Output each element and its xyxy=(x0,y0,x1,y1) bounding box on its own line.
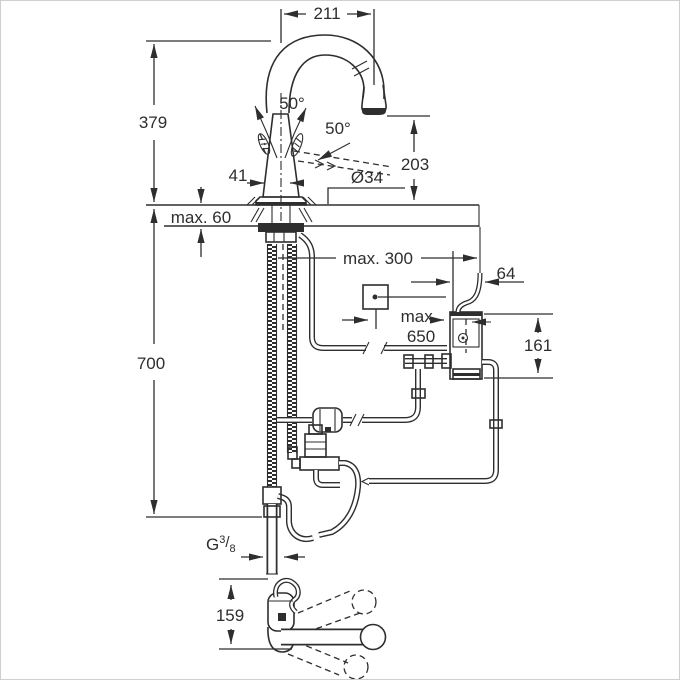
spout-joint-lines xyxy=(351,60,370,77)
handle-axis-left xyxy=(254,105,268,134)
filter-pipe-run xyxy=(277,369,426,433)
dim-o34-label: Ø34 xyxy=(351,168,383,187)
under-deck-hatch xyxy=(250,207,313,223)
handle-axis-right-ext xyxy=(284,133,295,159)
dim-211-label: 211 xyxy=(313,4,340,23)
hose-break-marks xyxy=(362,341,388,355)
countertop xyxy=(146,204,480,227)
dim-max650: max. 650 xyxy=(342,307,444,346)
dim-64: 64 xyxy=(411,251,524,312)
spout-inner-arc xyxy=(288,54,365,114)
dim-max650-label-2: 650 xyxy=(407,327,435,346)
dimensions: 211 379 700 max. 60 max. 300 xyxy=(137,4,553,650)
dim-700: 700 xyxy=(137,209,262,518)
side-body-sensor xyxy=(278,613,286,621)
box-outlet-pipe xyxy=(360,359,503,486)
under-counter-assembly xyxy=(250,205,503,575)
braided-hose-left xyxy=(266,244,278,487)
pipe-end-taper xyxy=(360,477,370,486)
dim-159: 159 xyxy=(216,578,292,650)
dim-g38: G3/8 xyxy=(206,534,305,561)
dim-50a-label: 50° xyxy=(279,94,305,113)
power-plug xyxy=(362,284,446,310)
handle-axis-right xyxy=(293,107,307,135)
side-spout xyxy=(281,623,387,651)
dim-41: 41 xyxy=(229,166,304,187)
side-view xyxy=(267,577,387,679)
dim-159-label: 159 xyxy=(216,606,244,625)
spout-outer-arc xyxy=(265,34,385,114)
dim-203-label: 203 xyxy=(401,155,429,174)
mounting-washer xyxy=(258,223,304,232)
dim-203: 203 xyxy=(387,115,430,200)
control-box xyxy=(449,311,491,380)
handle-knob-left xyxy=(257,133,271,155)
dim-379: 379 xyxy=(139,40,271,202)
dim-700-label: 700 xyxy=(137,354,165,373)
handle-axis-left-ext xyxy=(266,132,278,159)
side-body-bottom xyxy=(267,626,295,653)
spray-stream-upper xyxy=(293,150,393,168)
dim-211: 211 xyxy=(280,4,375,85)
deck-hatch-marks xyxy=(246,196,317,206)
dim-161-label: 161 xyxy=(524,336,552,355)
dim-max60-label: max. 60 xyxy=(171,208,231,227)
dim-379-label: 379 xyxy=(139,113,167,132)
supply-tee-and-pipe xyxy=(262,486,282,575)
dim-64-label: 64 xyxy=(497,264,516,283)
pullout-hose xyxy=(298,232,447,355)
mounting-nut xyxy=(265,231,297,243)
spray-stream-lower xyxy=(297,160,391,176)
pipe-break-marks xyxy=(349,413,365,427)
dim-max300: max. 300 xyxy=(278,249,477,268)
spray-stream-chevrons xyxy=(314,159,337,171)
check-valve xyxy=(287,424,340,471)
hose-hook xyxy=(455,227,483,313)
faucet-main-view xyxy=(246,34,393,225)
dim-161: 161 xyxy=(484,313,553,379)
side-spout-end xyxy=(359,623,387,651)
side-spout-alt-positions xyxy=(287,589,377,679)
side-body xyxy=(267,592,295,632)
dim-max60: max. 60 xyxy=(171,187,231,257)
dim-max650-label-1: max. xyxy=(401,307,438,326)
dim-50b-label: 50° xyxy=(325,119,351,138)
spray-dashes-left xyxy=(259,133,268,157)
base-plate-shadow xyxy=(256,202,306,205)
spray-head-tip xyxy=(362,108,386,115)
mounting-shaft xyxy=(271,205,291,223)
handle-knob-right xyxy=(290,133,304,157)
dim-g38-label: G3/8 xyxy=(206,534,236,555)
mounting-nut-facets xyxy=(273,232,285,242)
box-inlet-pipe xyxy=(403,353,452,369)
spray-angle-arrow xyxy=(317,142,351,161)
hose-loops xyxy=(277,460,362,542)
dim-max300-label: max. 300 xyxy=(343,249,413,268)
dim-41-label: 41 xyxy=(229,166,248,185)
dim-o34: Ø34 xyxy=(327,168,405,204)
